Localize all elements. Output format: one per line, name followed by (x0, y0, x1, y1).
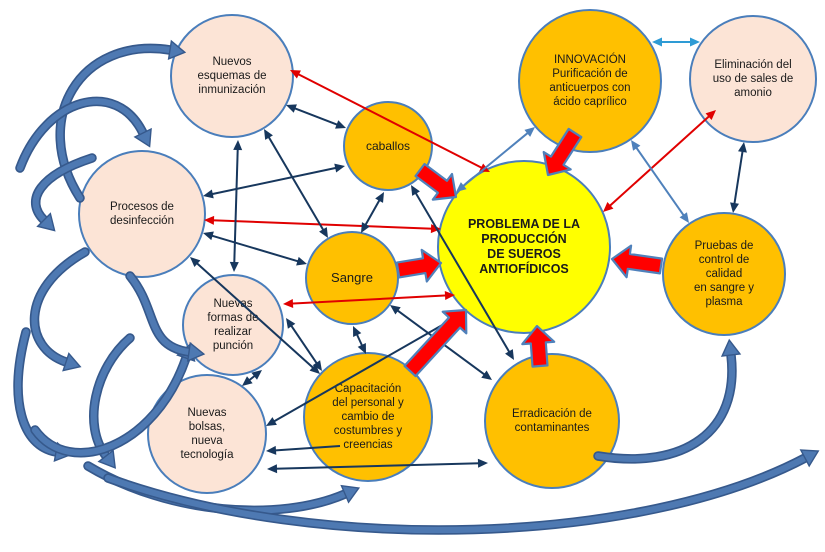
node-nuevos-esquemas: Nuevos esquemas de inmunización (170, 14, 294, 138)
thin-arrow-nuevas-formas-nuevas-bolsas-head (242, 376, 253, 386)
thin-arrow-nuevas-formas-problema-tail-head (283, 298, 294, 308)
block-arrow-sangre (395, 248, 443, 283)
thin-arrow-procesos-desinfeccion-caballos-head (334, 163, 345, 173)
thin-arrow-eliminacion-sales-pruebas-head (730, 202, 739, 213)
thin-arrow-nuevas-formas-nuevas-bolsas (247, 374, 257, 382)
block-arrow-capacitacion (403, 308, 468, 378)
thin-arrow-procesos-desinfeccion-caballos-tail-head (203, 189, 214, 199)
node-procesos-desinfeccion: Procesos de desinfección (78, 150, 206, 278)
thin-arrow-procesos-desinfeccion-problema (211, 219, 434, 230)
thin-arrow-sangre-capacitacion (355, 332, 364, 348)
node-caballos: caballos (343, 101, 433, 191)
thin-arrow-caballos-erradicacion-tail-head (411, 185, 420, 196)
node-capacitacion: Capacitación del personal y cambio de co… (303, 352, 433, 482)
thin-arrow-caballos-sangre (364, 198, 381, 227)
block-arrow-pruebas (610, 244, 664, 279)
thin-arrow-innovacion-pruebas-tail-head (631, 140, 641, 151)
thin-arrow-procesos-desinfeccion-sangre (210, 234, 300, 263)
arc-left-mid-down (31, 248, 89, 366)
thin-arrow-nuevas-formas-capacitacion (289, 324, 319, 365)
node-erradicacion: Erradicación de contaminantes (484, 353, 620, 489)
node-nuevas-formas: Nuevas formas de realizar punción (182, 274, 284, 376)
node-problema: PROBLEMA DE LA PRODUCCIÓN DE SUEROS ANTI… (437, 160, 611, 334)
arc-procesos-to-formas-outline (125, 271, 194, 357)
thin-arrow-procesos-desinfeccion-capacitacion-tail-head (190, 257, 201, 268)
thin-arrow-nuevas-bolsas-problema-tail-head (266, 417, 277, 426)
thin-arrow-procesos-desinfeccion-caballos (210, 166, 338, 196)
thin-arrow-procesos-desinfeccion-sangre-tail-head (203, 231, 214, 241)
thin-arrow-innovacion-pruebas-head (679, 212, 689, 223)
thin-arrow-innovacion-eliminacion-sales-tail-head (652, 37, 662, 47)
thin-arrow-nuevos-esquemas-caballos-tail-head (286, 104, 297, 113)
arc-procesos-downleft-arrowhead (36, 212, 56, 232)
thin-arrow-capacitacion-nuevas-bolsas-head (266, 445, 277, 455)
thin-arrow-eliminacion-sales-pruebas (733, 149, 744, 206)
thin-arrow-innovacion-pruebas (634, 145, 686, 218)
thin-arrow-caballos-erradicacion-head (505, 349, 514, 360)
arc-hook-to-bolsas (90, 334, 134, 460)
thin-arrow-nuevas-bolsas-erradicacion-head (477, 458, 488, 468)
arc-hook-to-bolsas-outline (89, 333, 135, 461)
thin-arrow-nuevos-esquemas-nuevas-formas (233, 147, 239, 265)
node-pruebas: Pruebas de control de calidad en sangre … (662, 212, 786, 336)
node-eliminacion-sales: Eliminación del uso de sales de amonio (689, 15, 817, 143)
thin-arrow-eliminacion-sales-problema-head (603, 201, 614, 212)
thin-arrow-eliminacion-sales-pruebas-tail-head (738, 142, 747, 153)
arc-bottom-to-capacitacion-arrowhead (340, 484, 361, 504)
thin-arrow-innovacion-problema-tail-head (524, 127, 535, 137)
thin-arrow-nuevos-esquemas-caballos (293, 106, 339, 127)
node-sangre: Sangre (305, 231, 399, 325)
thin-arrow-procesos-desinfeccion-sangre-head (296, 256, 307, 266)
arc-far-left-bottom-outline (13, 327, 61, 457)
arc-hook-to-bolsas-arrowhead (97, 449, 117, 469)
arc-left-to-procesos-top-arrowhead (133, 127, 152, 148)
thin-arrow-sangre-capacitacion-tail-head (353, 326, 362, 337)
thin-arrow-caballos-sangre-tail-head (375, 192, 384, 203)
thin-arrow-nuevas-bolsas-problema-head (447, 316, 458, 325)
arc-left-mid-down-arrowhead (62, 352, 82, 372)
thin-arrow-sangre-erradicacion (395, 308, 487, 377)
thin-arrow-nuevas-bolsas-erradicacion-tail-head (267, 464, 278, 474)
node-nuevas-bolsas: Nuevas bolsas, nueva tecnología (147, 374, 267, 494)
arc-left-mid-down-outline (29, 247, 90, 367)
thin-arrow-sangre-erradicacion-head (481, 370, 492, 380)
thin-arrow-nuevos-esquemas-sangre-tail-head (264, 129, 273, 140)
thin-arrow-procesos-desinfeccion-capacitacion-head (309, 363, 320, 374)
arc-erradicacion-to-pruebas-arrowhead (720, 338, 742, 357)
thin-arrow-nuevos-esquemas-nuevas-formas-tail-head (233, 140, 243, 151)
arc-bottom-long-sweep-arrowhead (799, 449, 820, 468)
arc-far-left-bottom-arrowhead (53, 441, 73, 462)
thin-arrow-nuevas-formas-capacitacion-tail-head (286, 318, 296, 329)
thin-arrow-nuevos-esquemas-sangre (267, 135, 325, 232)
thin-arrow-nuevas-formas-capacitacion-head (312, 360, 322, 371)
thin-arrow-sangre-erradicacion-tail-head (390, 305, 401, 315)
thin-arrow-nuevos-esquemas-caballos-head (335, 120, 346, 129)
arc-procesos-to-formas (126, 272, 193, 356)
node-innovacion: INNOVACIÓN Purificación de anticuerpos c… (518, 9, 662, 153)
arc-far-left-bottom (15, 328, 60, 456)
thin-arrow-nuevos-esquemas-nuevas-formas-head (229, 261, 239, 272)
thin-arrow-nuevos-esquemas-sangre-head (319, 227, 328, 238)
